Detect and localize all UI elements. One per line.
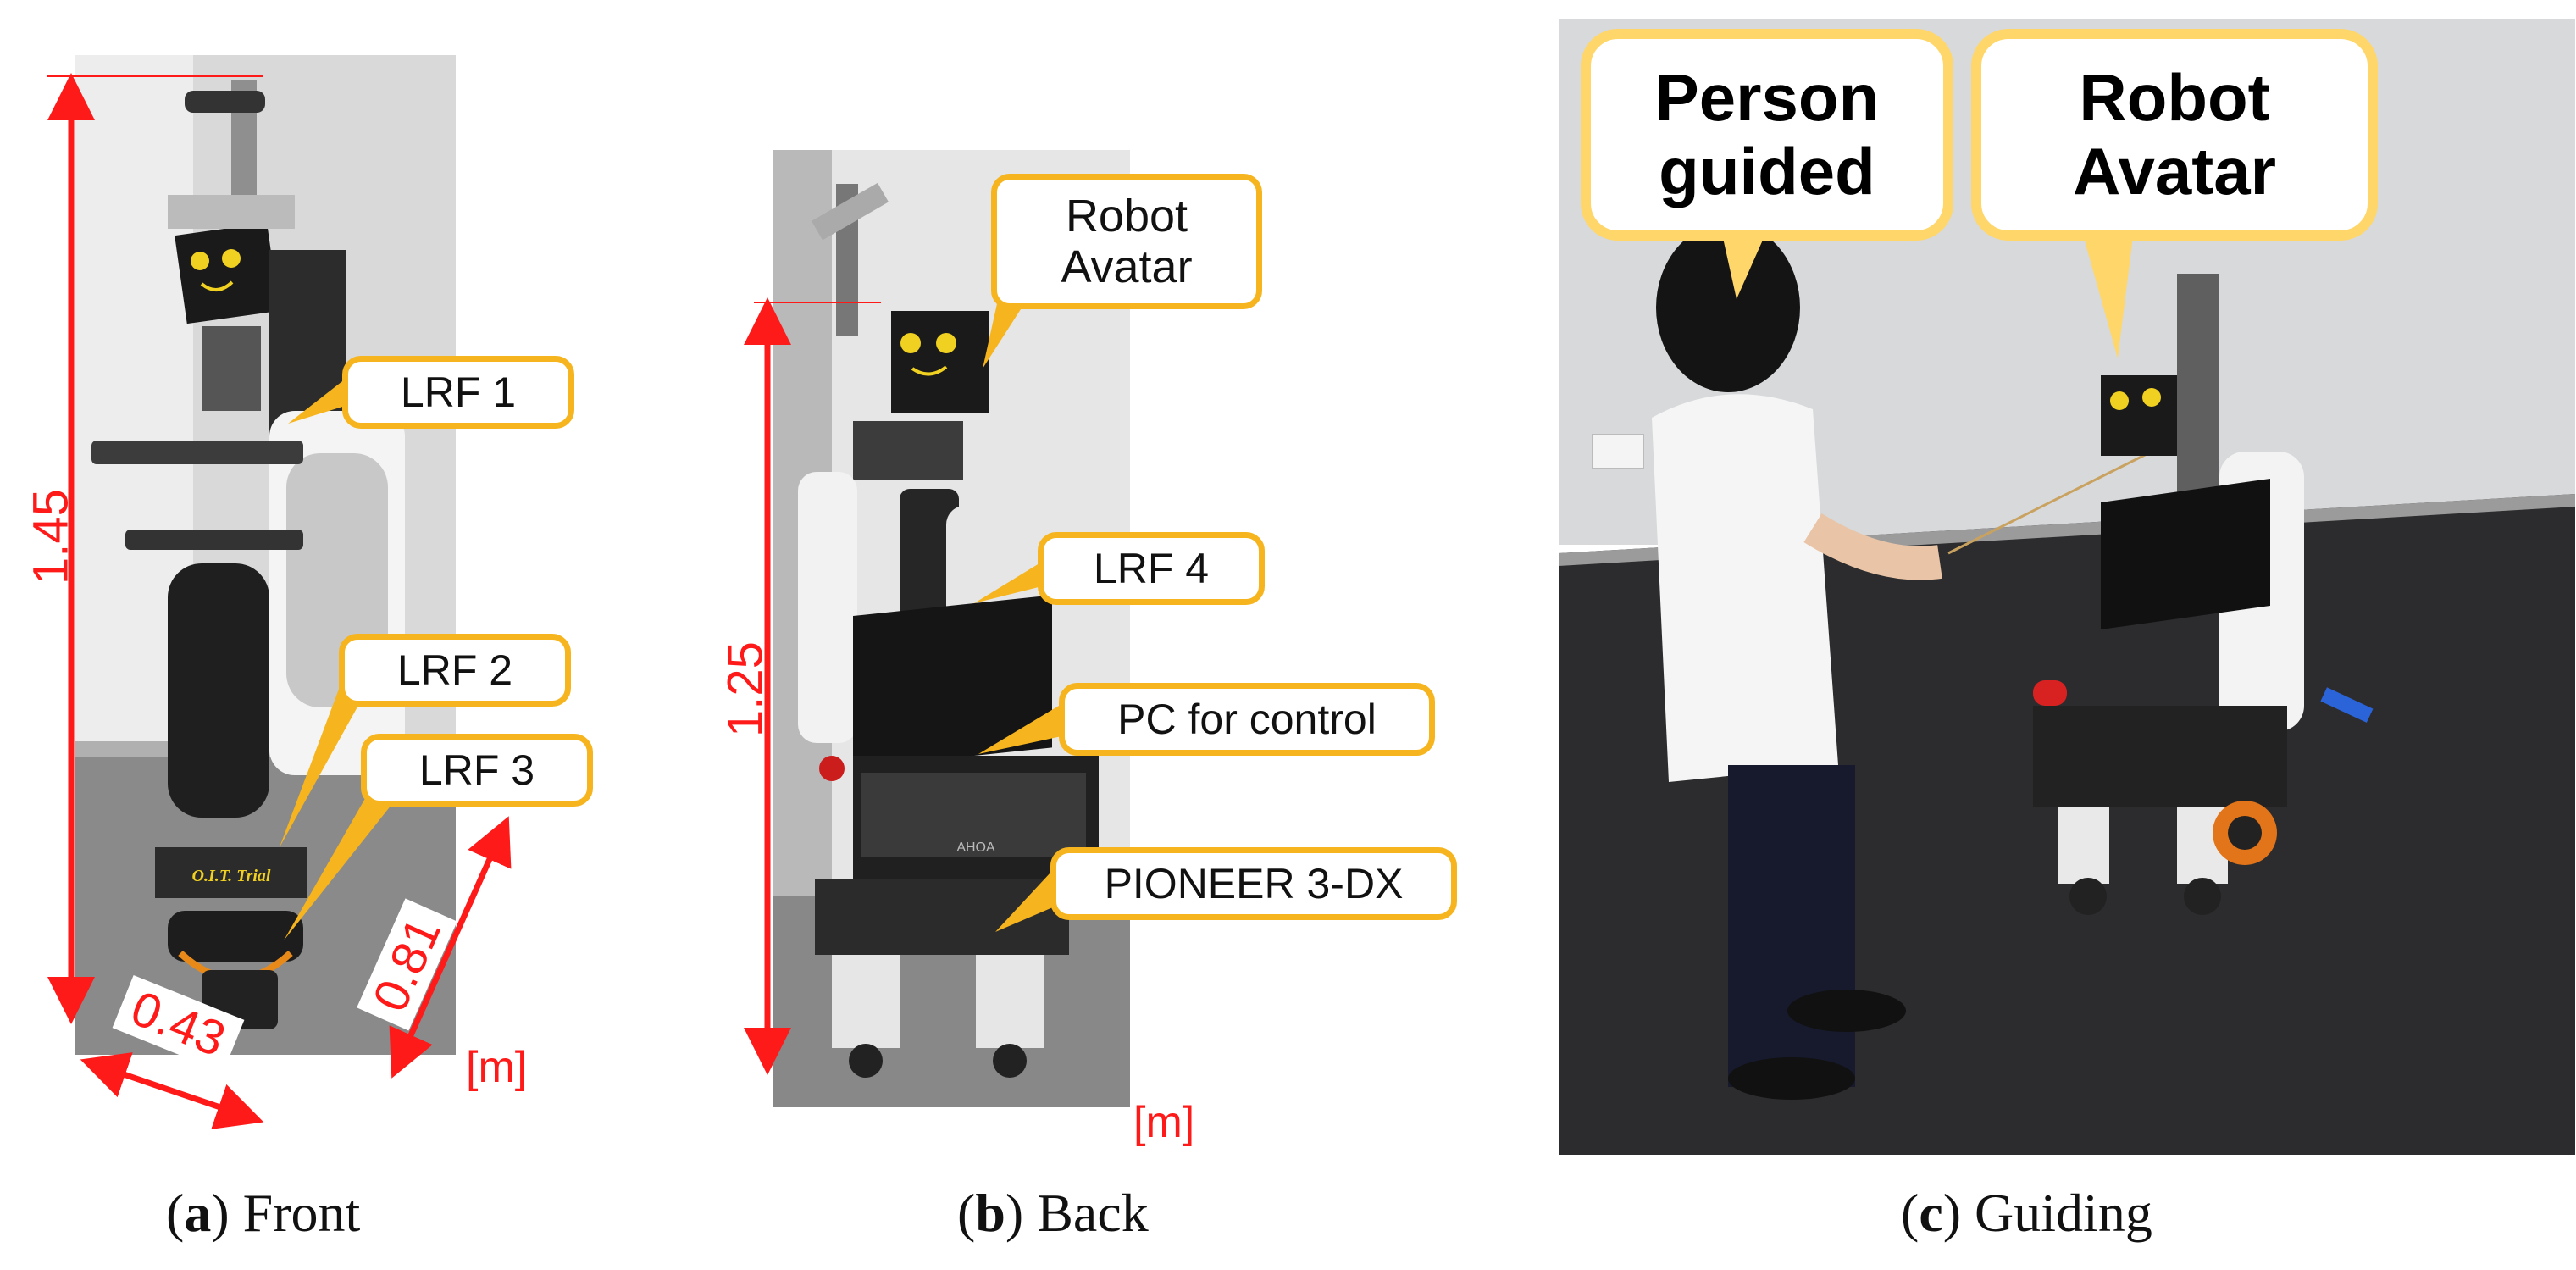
back-laptop-lettering: AHOA: [956, 840, 995, 855]
person-pointer: [1720, 223, 1770, 299]
front-width-arrow: [80, 1052, 264, 1129]
pc-pointer: [978, 703, 1066, 754]
callout-lrf-2: LRF 2: [339, 634, 571, 707]
front-photo: O.I.T. Trial: [75, 55, 456, 1055]
callout-back-robot-avatar: Robot Avatar: [991, 174, 1262, 309]
pioneer-pointer: [995, 873, 1055, 932]
back-height-value: 1.25: [717, 641, 773, 737]
back-unit-label: [m]: [1133, 1098, 1195, 1147]
front-robot-image: O.I.T. Trial: [75, 55, 456, 1055]
front-avatar-head: [175, 222, 280, 324]
back-avatar-head: [891, 311, 989, 413]
caption-front: (a) Front: [166, 1183, 361, 1243]
callout-pc-for-control: PC for control: [1059, 683, 1435, 756]
callout-lrf-3: LRF 3: [361, 734, 593, 807]
front-height-value: 1.45: [23, 489, 79, 585]
front-depth-arrow: [389, 816, 512, 1079]
person-guided-figure: [1652, 223, 2152, 1100]
caption-guiding: (c) Guiding: [1901, 1183, 2152, 1243]
front-plate-lettering: O.I.T. Trial: [192, 867, 271, 885]
back-dimension-arrows: [744, 292, 1066, 1075]
robot-avatar-pointer: [983, 292, 1021, 369]
caption-back: (b) Back: [957, 1183, 1149, 1243]
avatar-pointer: [2080, 223, 2135, 358]
callout-person-guided: Person guided: [1581, 29, 1953, 241]
callout-guiding-robot-avatar: Robot Avatar: [1971, 29, 2378, 241]
lrf4-pointer: [974, 559, 1049, 603]
front-dimension-arrows: [47, 73, 512, 1129]
guiding-robot-figure: [2033, 274, 2304, 915]
front-unit-label: [m]: [466, 1043, 528, 1092]
guiding-callout-pointers: [1720, 223, 2135, 358]
back-photo: AHOA: [773, 150, 1130, 1107]
lrf3-pointer: [284, 778, 398, 940]
callout-lrf-4: LRF 4: [1038, 532, 1265, 605]
lrf2-pointer: [280, 678, 364, 847]
callout-pioneer-3dx: PIONEER 3-DX: [1050, 847, 1457, 920]
back-robot-image: AHOA: [773, 150, 1130, 1107]
callout-lrf-1: LRF 1: [342, 356, 574, 429]
